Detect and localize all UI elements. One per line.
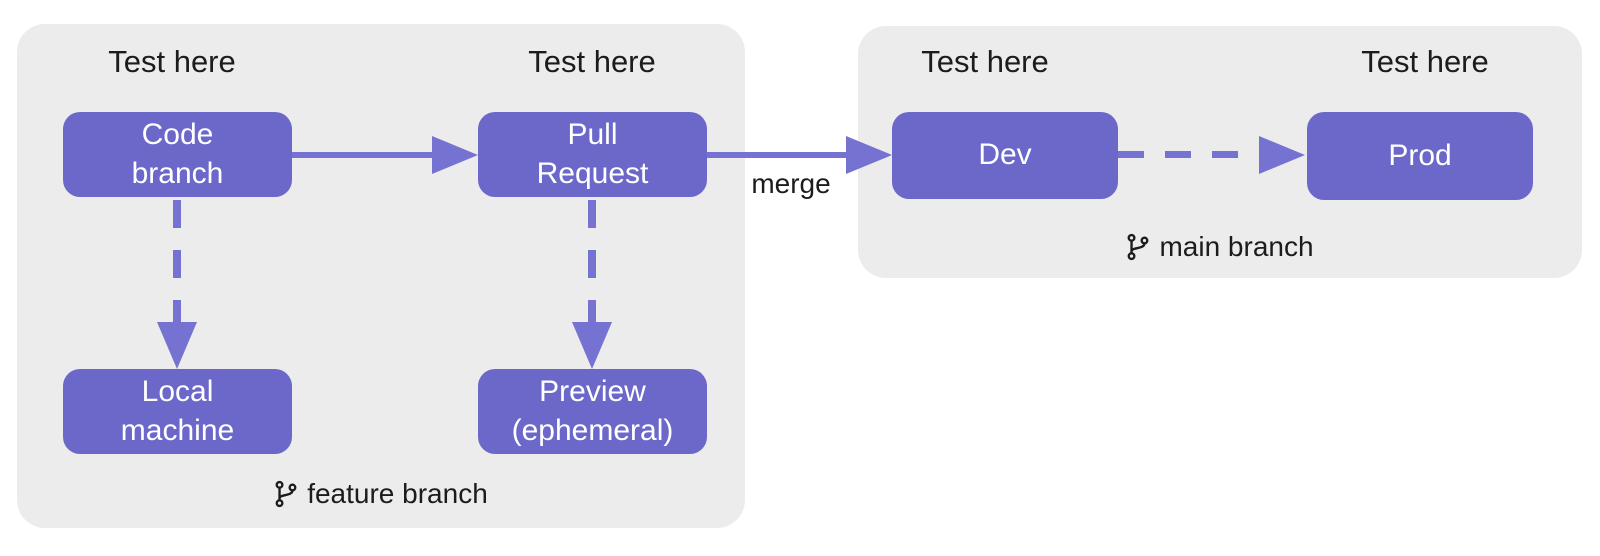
test-here-label-code-branch: Test here (108, 44, 236, 79)
feature-branch-label: feature branch (17, 478, 745, 510)
git-branch-icon (274, 480, 298, 508)
edge-code-to-local-dashed-line (173, 200, 181, 322)
merge-edge-label: merge (751, 168, 831, 199)
edge-dev-to-prod-arrowhead (1259, 136, 1305, 174)
main-branch-label-text: main branch (1159, 231, 1314, 262)
edge-code-to-local-arrowhead (157, 322, 197, 369)
prod-node: Prod (1307, 112, 1533, 200)
local-machine-node: Local machine (63, 369, 292, 454)
edge-pr-to-dev-line (705, 152, 848, 158)
main-branch-label: main branch (858, 231, 1582, 263)
dev-node: Dev (892, 112, 1118, 199)
edge-pr-to-preview-dashed-line (588, 200, 596, 322)
edge-pr-to-preview-arrowhead (572, 322, 612, 369)
git-branch-icon (1126, 233, 1150, 261)
preview-ephemeral-node: Preview (ephemeral) (478, 369, 707, 454)
edge-code-to-pr-arrowhead (432, 136, 478, 174)
edge-code-to-pr-line (292, 152, 434, 158)
pull-request-node: Pull Request (478, 112, 707, 197)
test-here-label-pull-request: Test here (528, 44, 656, 79)
feature-branch-label-text: feature branch (307, 478, 488, 509)
test-here-label-prod: Test here (1361, 44, 1489, 79)
edge-pr-to-dev-arrowhead (846, 136, 892, 174)
edge-dev-to-prod-dashed-line (1118, 151, 1259, 158)
test-here-label-dev: Test here (921, 44, 1049, 79)
code-branch-node: Code branch (63, 112, 292, 197)
